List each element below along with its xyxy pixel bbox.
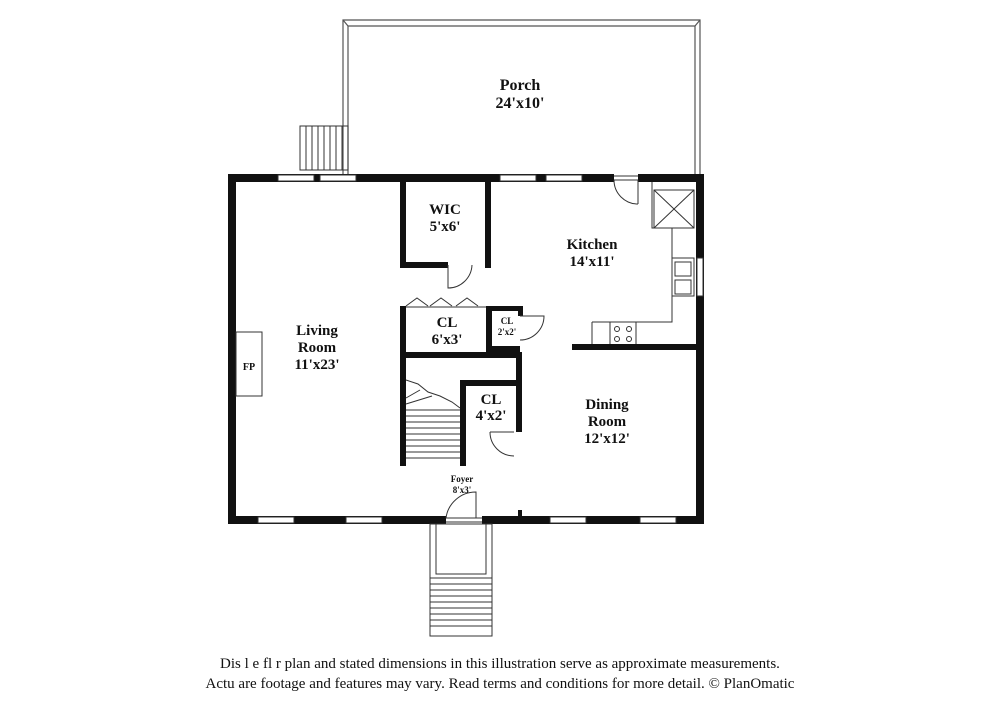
cl-stair-door bbox=[489, 431, 515, 457]
foyer-label: Foyer bbox=[451, 474, 474, 484]
porch-dims: 24'x10' bbox=[496, 95, 545, 112]
wic-walls bbox=[400, 182, 491, 289]
interior-stairs bbox=[405, 379, 461, 459]
cl-small-label: CL bbox=[501, 316, 514, 326]
cl-main-walls bbox=[400, 297, 492, 358]
front-door bbox=[445, 491, 522, 526]
stair-walls bbox=[400, 352, 522, 466]
foyer-dims: 8'x3' bbox=[453, 485, 472, 495]
living-dims: 11'x23' bbox=[294, 357, 339, 373]
kitchen-counters bbox=[591, 182, 695, 347]
wic-dims: 5'x6' bbox=[430, 219, 461, 235]
kitchen-door bbox=[613, 173, 639, 205]
porch-label: Porch bbox=[500, 77, 541, 94]
disclaimer-line-2: Actu are footage and features may vary. … bbox=[205, 676, 795, 692]
cl-main-label: CL bbox=[437, 315, 458, 331]
windows bbox=[257, 174, 704, 524]
kitchen-dims: 14'x11' bbox=[569, 254, 614, 270]
porch-outline bbox=[342, 19, 701, 176]
porch-stairs bbox=[299, 125, 349, 171]
front-stairs bbox=[429, 523, 493, 637]
cl-small-dims: 2'x2' bbox=[498, 327, 517, 337]
fireplace-label: FP bbox=[243, 362, 255, 373]
kitchen-dining-wall bbox=[572, 344, 696, 350]
disclaimer-line-1: Dis l e fl r plan and stated dimensions … bbox=[220, 656, 780, 672]
dining-label-line1: Dining bbox=[585, 397, 629, 413]
living-label-line2: Room bbox=[298, 340, 337, 356]
cl-stair-label: CL bbox=[481, 392, 502, 408]
wic-label: WIC bbox=[429, 202, 461, 218]
kitchen-label: Kitchen bbox=[567, 237, 618, 253]
cl-small-walls bbox=[492, 306, 545, 352]
cl-stair-dims: 4'x2' bbox=[476, 408, 507, 424]
fireplace bbox=[235, 331, 263, 397]
living-label-line1: Living bbox=[296, 323, 338, 339]
cl-main-dims: 6'x3' bbox=[432, 332, 463, 348]
dining-label-line2: Room bbox=[588, 414, 627, 430]
dining-dims: 12'x12' bbox=[584, 431, 630, 447]
